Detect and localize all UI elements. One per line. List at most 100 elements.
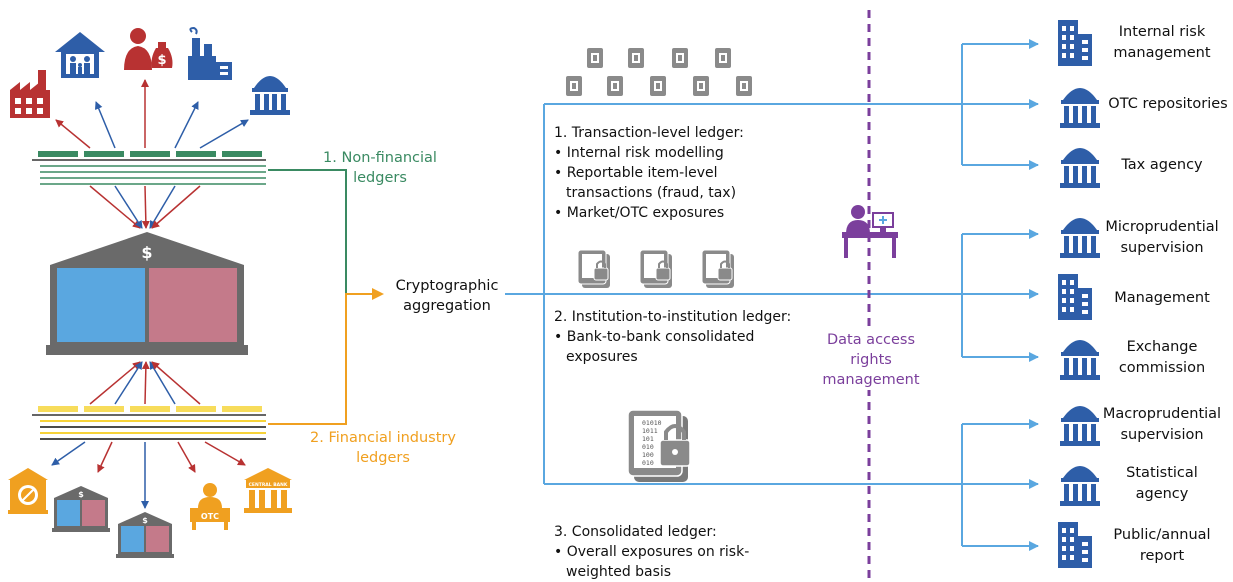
ledger3-bullet-2: weighted basis [566, 564, 672, 580]
otc-desk-icon: OTC [190, 483, 230, 530]
financial-ledger-chain [32, 406, 266, 440]
aggregation-line1: Cryptographic [395, 278, 499, 294]
recipient-label: Tax agency [1121, 157, 1203, 173]
recipient-otc-repositories: OTC repositories [1098, 94, 1233, 115]
branch-group-1 [961, 39, 1039, 170]
binary-line-2: 1011 [642, 427, 658, 435]
binary-line-1: 01010 [642, 419, 662, 427]
central-bank-sign: CENTRAL BANK [249, 482, 288, 488]
recipient-macroprudential: Macroprudential supervision [1092, 404, 1232, 446]
ledger2-bullet-1: • Bank-to-bank consolidated [554, 329, 755, 345]
data-manager-desk-icon [842, 205, 898, 258]
recipient-tax-agency: Tax agency [1092, 155, 1232, 176]
ledger3-description: 3. Consolidated ledger: • Overall exposu… [554, 522, 814, 582]
branch-group-3 [961, 419, 1039, 551]
recipient-public-report: Public/annual report [1092, 525, 1232, 567]
household-icon [55, 32, 105, 78]
institution-icon [1060, 340, 1100, 380]
bank-dollar-sign: $ [141, 243, 152, 262]
exchange-building-icon [8, 468, 48, 514]
institution-icon [1060, 148, 1100, 188]
binary-line-3: 101 [642, 435, 654, 443]
binary-line-6: 010 [642, 459, 654, 467]
financial-label-line1: 2. Financial industry [310, 430, 456, 446]
institution-icon [1060, 406, 1100, 446]
svg-text:$: $ [142, 516, 148, 525]
financial-connector [268, 288, 384, 425]
ledger1-bullet-3: transactions (fraud, tax) [566, 185, 737, 201]
recipient-label: Management [1114, 290, 1210, 306]
binary-line-5: 100 [642, 451, 654, 459]
ledger-to-bank-arrows-top [89, 185, 201, 229]
recipient-microprudential: Microprudential supervision [1092, 217, 1232, 259]
office-building-icon [1058, 522, 1092, 568]
ledger3-title: 3. Consolidated ledger: [554, 524, 717, 540]
financial-ledgers-label: 2. Financial industry ledgers [298, 428, 468, 468]
government-dome-icon [250, 76, 290, 115]
access-line3: management [822, 372, 920, 388]
recipient-internal-risk: Internal risk management [1092, 22, 1232, 64]
recipient-statistical-agency: Statistical agency [1092, 463, 1232, 505]
cryptographic-aggregation-label: Cryptographic aggregation [385, 276, 509, 316]
data-access-rights-label: Data access rights management [812, 330, 930, 390]
financial-arrows [51, 441, 246, 509]
nonfinancial-arrows [55, 79, 249, 149]
recipient-exchange-commission: Exchange commission [1092, 337, 1232, 379]
institution-icon [1060, 88, 1100, 128]
recipient-label: Microprudential [1105, 219, 1219, 235]
central-bank-icon: CENTRAL BANK [244, 468, 292, 513]
recipient-label: OTC repositories [1108, 96, 1228, 112]
ledger2-description: 2. Institution-to-institution ledger: • … [554, 307, 834, 367]
branch-group-2 [961, 229, 1039, 362]
otc-sign: OTC [201, 512, 219, 521]
binary-line-4: 010 [642, 443, 654, 451]
office-building-icon [1058, 274, 1092, 320]
recipient-label: management [1113, 45, 1211, 61]
nonfinancial-label-line2: ledgers [353, 170, 407, 186]
person-money-icon: $ [124, 28, 173, 70]
svg-text:$: $ [78, 490, 84, 499]
small-bank-icon-1: $ [52, 486, 110, 532]
small-bank-icon-2: $ [116, 512, 174, 558]
recipient-label: report [1139, 548, 1185, 564]
recipient-label: supervision [1120, 427, 1204, 443]
svg-text:$: $ [157, 53, 166, 68]
nonfinancial-connector [268, 169, 362, 295]
ledger-bus-line [505, 104, 545, 484]
ledger-to-bank-arrows-bottom [89, 361, 201, 405]
locked-document-cluster-2 [577, 249, 734, 288]
ledger1-bullet-1: • Internal risk modelling [554, 145, 724, 161]
recipient-label: Macroprudential [1102, 406, 1222, 422]
ledger1-title: 1. Transaction-level ledger: [554, 125, 744, 141]
recipient-management: Management [1092, 288, 1232, 309]
recipient-label: agency [1135, 486, 1189, 502]
ledger2-title: 2. Institution-to-institution ledger: [554, 309, 792, 325]
recipient-label: Internal risk [1118, 24, 1206, 40]
recipient-label: supervision [1120, 240, 1204, 256]
recipient-label: Statistical [1126, 465, 1198, 481]
institution-icon [1060, 466, 1100, 506]
big-locked-document-icon: 01010 1011 101 010 100 010 [627, 409, 691, 482]
ledger3-bullet-1: • Overall exposures on risk- [554, 544, 750, 560]
recipient-label: commission [1118, 360, 1206, 376]
bank-building-icon: $ [46, 232, 248, 355]
access-line1: Data access [826, 332, 916, 348]
ledger1-bullet-4: • Market/OTC exposures [554, 205, 725, 221]
device-icon-cluster-1 [566, 48, 752, 96]
access-line2: rights [850, 352, 892, 368]
aggregation-line2: aggregation [403, 298, 491, 314]
institution-icon [1060, 218, 1100, 258]
ledger1-bullet-2: • Reportable item-level [554, 165, 718, 181]
recipient-label: Public/annual [1113, 527, 1211, 543]
nonfinancial-ledger-chain [32, 151, 266, 185]
industry-icon [188, 26, 232, 80]
office-building-icon [1058, 20, 1092, 66]
ledger1-description: 1. Transaction-level ledger: • Internal … [554, 123, 814, 223]
ledger2-bullet-2: exposures [566, 349, 638, 365]
financial-label-line2: ledgers [356, 450, 410, 466]
recipient-label: Exchange [1126, 339, 1198, 355]
nonfinancial-ledgers-label: 1. Non-financial ledgers [300, 148, 460, 188]
nonfinancial-label-line1: 1. Non-financial [323, 150, 437, 166]
factory-icon [10, 70, 50, 118]
